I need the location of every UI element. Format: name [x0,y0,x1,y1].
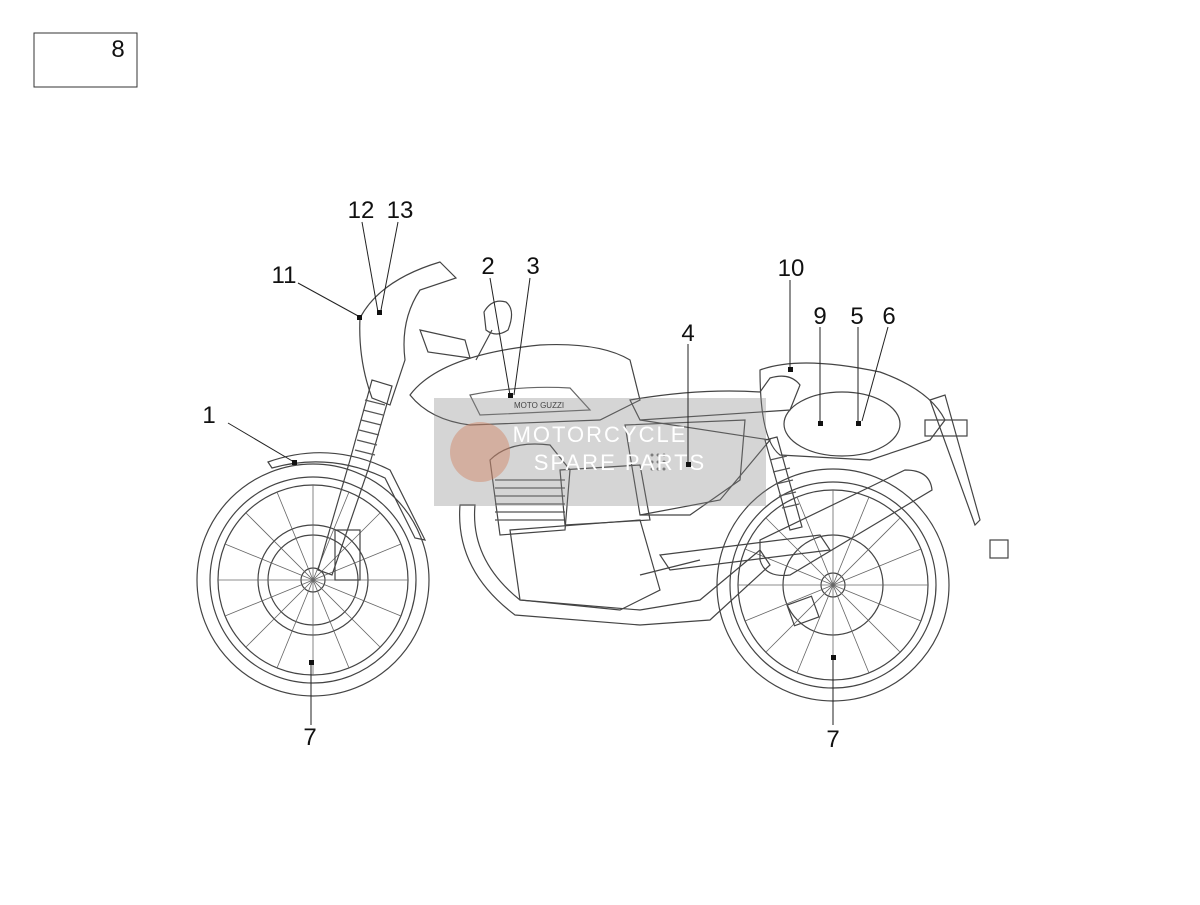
callout-10: 10 [778,255,805,282]
watermark-line2: SPARE PARTS [534,450,706,475]
rear-mudguard [929,394,981,527]
watermark-line1: MOTORCYCLE [513,422,688,447]
watermark: MOTORCYCLE SPARE PARTS [434,398,766,506]
tail-cowl [759,362,946,461]
engine [489,443,661,611]
callout-1: 1 [202,402,215,429]
tank-badge [469,386,592,416]
callout-6: 6 [882,303,895,330]
callout-5: 5 [850,303,863,330]
callout-labels: 1 2 3 4 5 6 7 7 9 10 11 12 13 [202,197,895,753]
callout-11: 11 [272,262,297,289]
frame-rail [639,419,772,516]
reference-box-label: 8 [111,36,124,63]
rear-shock [764,436,803,531]
motorcycle-drawing [196,261,1009,702]
callout-9: 9 [813,303,826,330]
side-panel-vents [650,453,666,471]
muffler [759,469,933,577]
callout-7-front: 7 [303,724,316,751]
callout-13: 13 [387,197,414,224]
fuel-tank [409,344,641,426]
callout-12: 12 [348,197,375,224]
front-fender [267,452,427,541]
callout-2: 2 [481,253,494,280]
callout-7-rear: 7 [826,726,839,753]
callout-4: 4 [681,320,694,347]
callout-leaders [227,221,889,725]
fork-gaiter [354,399,386,456]
front-wheel [196,463,430,697]
front-fork [317,379,393,576]
tank-logo-text: MOTO GUZZI [514,401,564,410]
number-plate-oval [783,391,901,457]
front-fairing [359,261,458,406]
mirror [483,300,513,335]
side-panel [624,419,746,516]
swingarm [658,534,832,571]
reference-box: 8 [33,32,138,88]
rear-wheel [716,468,950,702]
exhaust-header [459,504,771,626]
handlebar [419,329,471,359]
watermark-logo-icon [450,422,510,482]
callout-3: 3 [526,253,539,280]
